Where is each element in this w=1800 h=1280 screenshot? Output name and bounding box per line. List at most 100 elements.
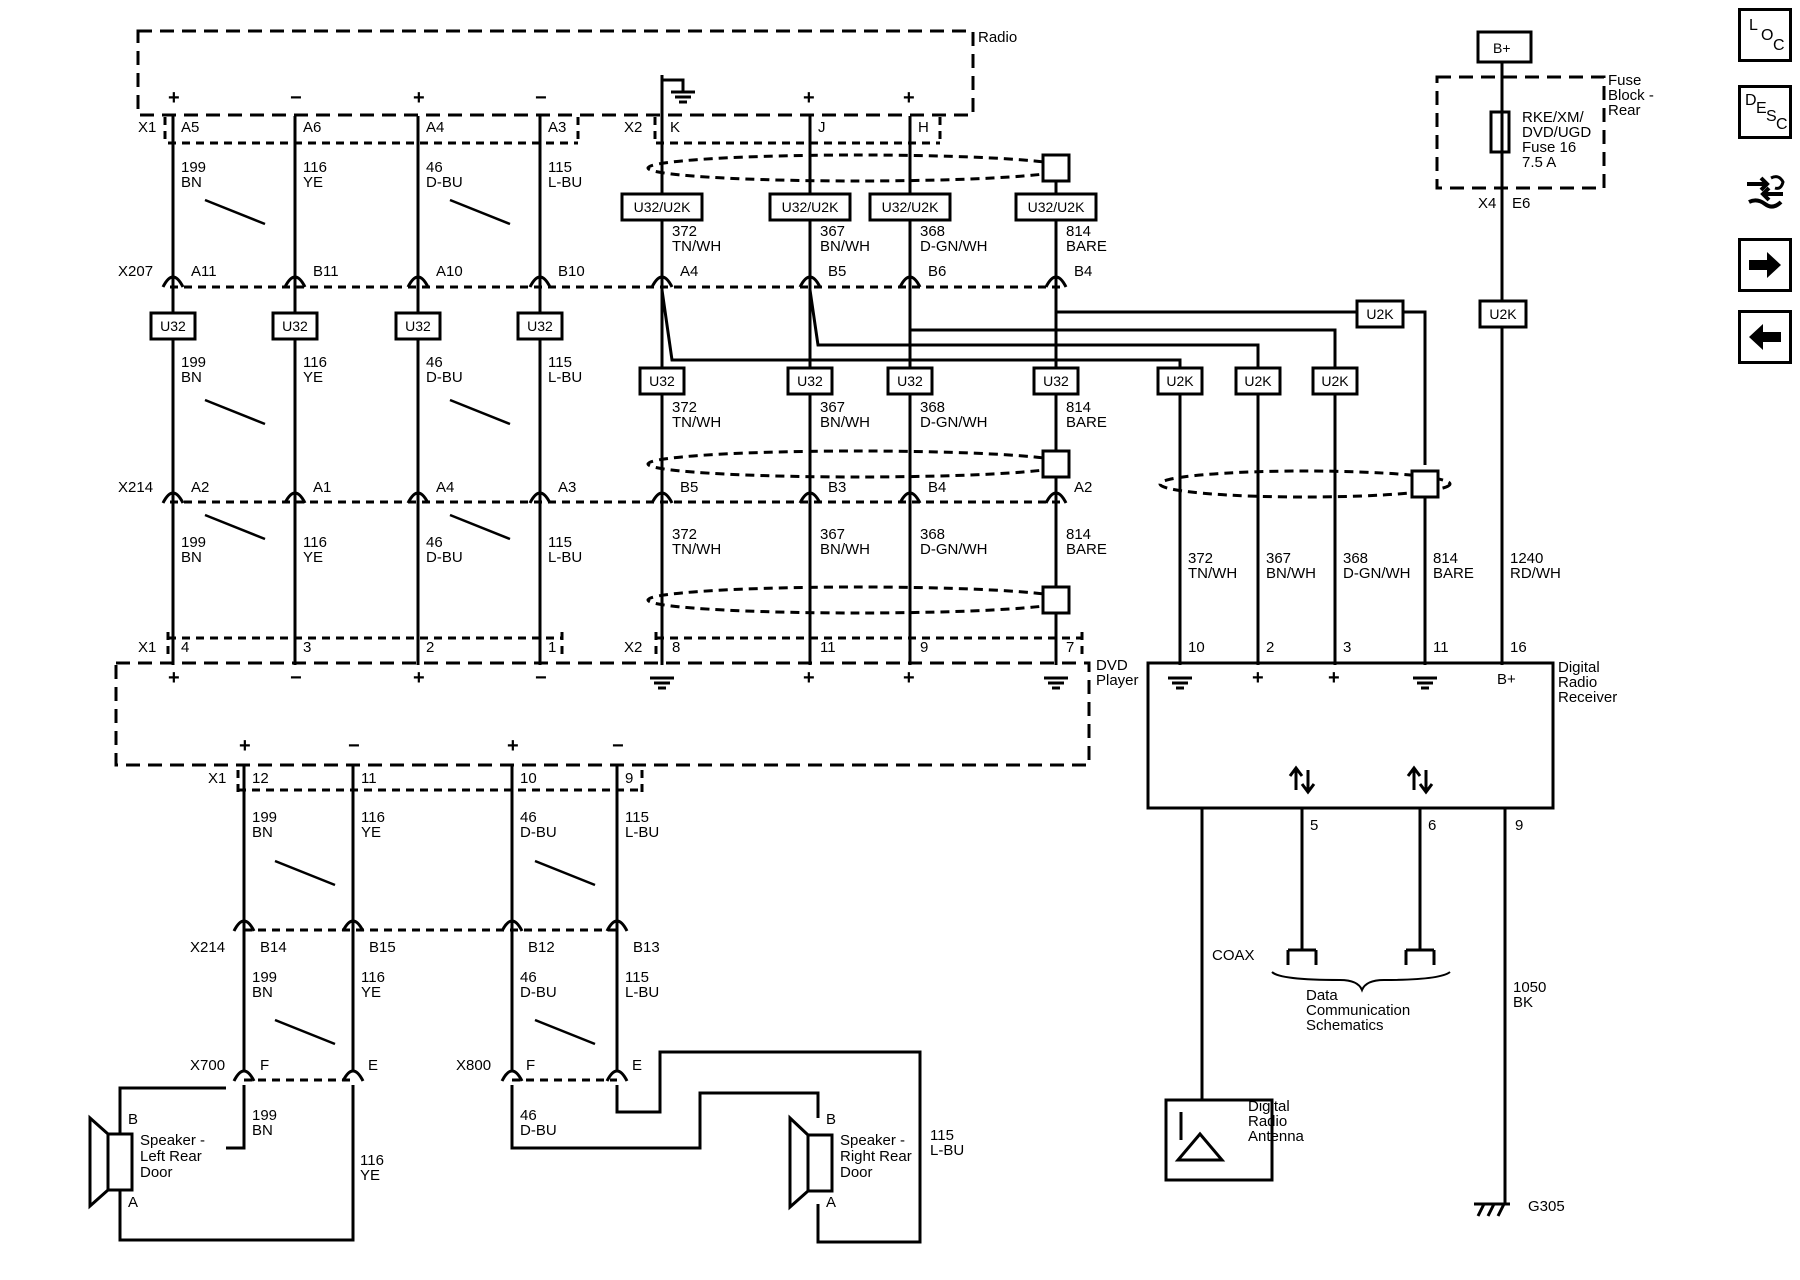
x207-pin-5 [798, 275, 822, 288]
x214-pin-0 [161, 491, 185, 504]
speaker-circuit-r1-2: 46 [426, 354, 443, 371]
speaker-color-r1-3: L-BU [548, 369, 582, 386]
left-speaker-cone [88, 1114, 109, 1210]
x214-lower-pin-label-3: B13 [633, 939, 660, 956]
shield-drain-box [1041, 153, 1071, 183]
antenna-icon [1174, 1131, 1226, 1162]
signal-circuit-c-0: 372 [672, 526, 697, 543]
receiver-power-circuit: 1240 [1510, 550, 1543, 567]
data-arrows-b [1406, 765, 1434, 795]
speaker-color-r0-3: L-BU [548, 174, 582, 191]
branch-tn-wh [660, 289, 1182, 368]
fuse-block-label-line-1: Block - [1608, 87, 1654, 104]
desc-button[interactable]: D E S C [1738, 85, 1792, 139]
left-speaker-b-circuit: 199 [252, 1107, 277, 1124]
radio-x1-pin-polarity-3: − [535, 87, 547, 109]
rear-circuit-r1-2: 46 [520, 969, 537, 986]
speaker-color-r2-2: D-BU [426, 549, 463, 566]
left-speaker-label-line-2: Door [140, 1164, 173, 1181]
twist-left-pair [204, 198, 266, 226]
receiver-circuit-3: 814 [1433, 550, 1458, 567]
option-u2k-1: U2K [1244, 373, 1272, 389]
signal-color-c-2: D-GN/WH [920, 541, 988, 558]
bplus-box [1476, 30, 1533, 64]
right-speaker-label-line-0: Speaker - [840, 1132, 905, 1149]
fuse-block-label-line-2: Rear [1608, 102, 1641, 119]
dvd-x1-pin-1: 3 [303, 639, 311, 656]
dvd-x1-pin-3: 1 [548, 639, 556, 656]
wiring-harness-button[interactable] [1738, 165, 1792, 219]
receiver-label-line-2: Receiver [1558, 689, 1617, 706]
wires-layer [118, 62, 1507, 1244]
x214-lower-pin-label-0: B14 [260, 939, 287, 956]
twist-right-pair [449, 198, 511, 226]
receiver-pin-0: 10 [1188, 639, 1205, 656]
receiver-pin-3: 11 [1433, 639, 1449, 656]
x214-lower-pin-label-2: B12 [528, 939, 555, 956]
speaker-color-r2-3: L-BU [548, 549, 582, 566]
x207-pin-3 [528, 275, 552, 288]
dvd-x2-pin-2: 9 [920, 639, 928, 656]
option-u32-right-3: U32 [1043, 373, 1069, 389]
x700-pin-e: E [368, 1057, 378, 1074]
right-speaker-b-color: D-BU [520, 1122, 557, 1139]
shield-drain-box [1041, 449, 1071, 479]
previous-button[interactable] [1738, 310, 1792, 364]
right-speaker-label-line-2: Door [840, 1164, 873, 1181]
receiver-circuit-0: 372 [1188, 550, 1213, 567]
dvd-x2-pin-0: 8 [672, 639, 680, 656]
desc-letter-c: C [1776, 116, 1788, 133]
left-speaker-b-wire [226, 1085, 246, 1150]
loc-button[interactable]: L O C [1738, 8, 1792, 62]
rear-color-r1-3: L-BU [625, 984, 659, 1001]
x800-pin-e-arc [605, 1069, 629, 1082]
x207-pin-7 [1044, 275, 1068, 288]
signal-color-b-1: BN/WH [820, 414, 870, 431]
option-u2k-2: U2K [1321, 373, 1349, 389]
dvd-label-line-2: Player [1096, 672, 1139, 689]
receiver-pin-2: 3 [1343, 639, 1351, 656]
option-u2k-1-box [1234, 366, 1282, 396]
option-u32-right-2: U32 [897, 373, 923, 389]
option-u32u2k-1-box [768, 192, 852, 222]
dvd-x1-out-pin-0: 12 [252, 770, 269, 787]
signal-circuit-b-2: 368 [920, 399, 945, 416]
x214-pin-1 [283, 491, 307, 504]
receiver-label-line-0: Digital [1558, 659, 1600, 676]
receiver-bottom-pin-6: 6 [1428, 817, 1436, 834]
receiver-circuit-2: 368 [1343, 550, 1368, 567]
x214-lower-name: X214 [190, 939, 225, 956]
radio-x1-pin-2: A4 [426, 119, 444, 136]
dvd-x1-out-name: X1 [208, 770, 226, 787]
x214-pin-label-4: B5 [680, 479, 698, 496]
chassis-ground-icon [1474, 1202, 1510, 1217]
signal-color-a-3: BARE [1066, 238, 1107, 255]
x214-pin-label-0: A2 [191, 479, 209, 496]
labels-layer: RadioDVDPlayerDigitalRadioReceiverFuseBl… [118, 29, 1654, 1215]
rear-circuit-r1-0: 199 [252, 969, 277, 986]
speaker-color-r0-1: YE [303, 174, 323, 191]
receiver-plus-a: + [1252, 667, 1264, 689]
branch-bn-wh [808, 289, 1260, 368]
speaker-color-r1-2: D-BU [426, 369, 463, 386]
option-u32-right-1: U32 [797, 373, 823, 389]
rear-color-r0-1: YE [361, 824, 381, 841]
desc-letter-d: D [1745, 92, 1757, 109]
next-button[interactable] [1738, 238, 1792, 292]
rear-twist-right [534, 859, 596, 887]
graphics-layer [88, 29, 1606, 1217]
radio-x2-j-polarity: + [803, 87, 815, 109]
x214-pin-4 [650, 491, 674, 504]
option-u32-right-1-box [786, 366, 834, 396]
option-u32-right-2-box [886, 366, 934, 396]
x207-pin-2 [406, 275, 430, 288]
data-comm-label-line-1: Communication [1306, 1002, 1410, 1019]
twist-left-pair [204, 513, 266, 541]
fuse-x4-name: X4 [1478, 195, 1496, 212]
option-u32u2k-3-box [1014, 192, 1098, 222]
coax-label: COAX [1212, 947, 1255, 964]
right-speaker-cone [788, 1114, 810, 1211]
x207-pin-label-2: A10 [436, 263, 463, 280]
antenna-label-line-2: Antenna [1248, 1128, 1305, 1145]
x800-pin-f-arc [500, 1069, 524, 1082]
